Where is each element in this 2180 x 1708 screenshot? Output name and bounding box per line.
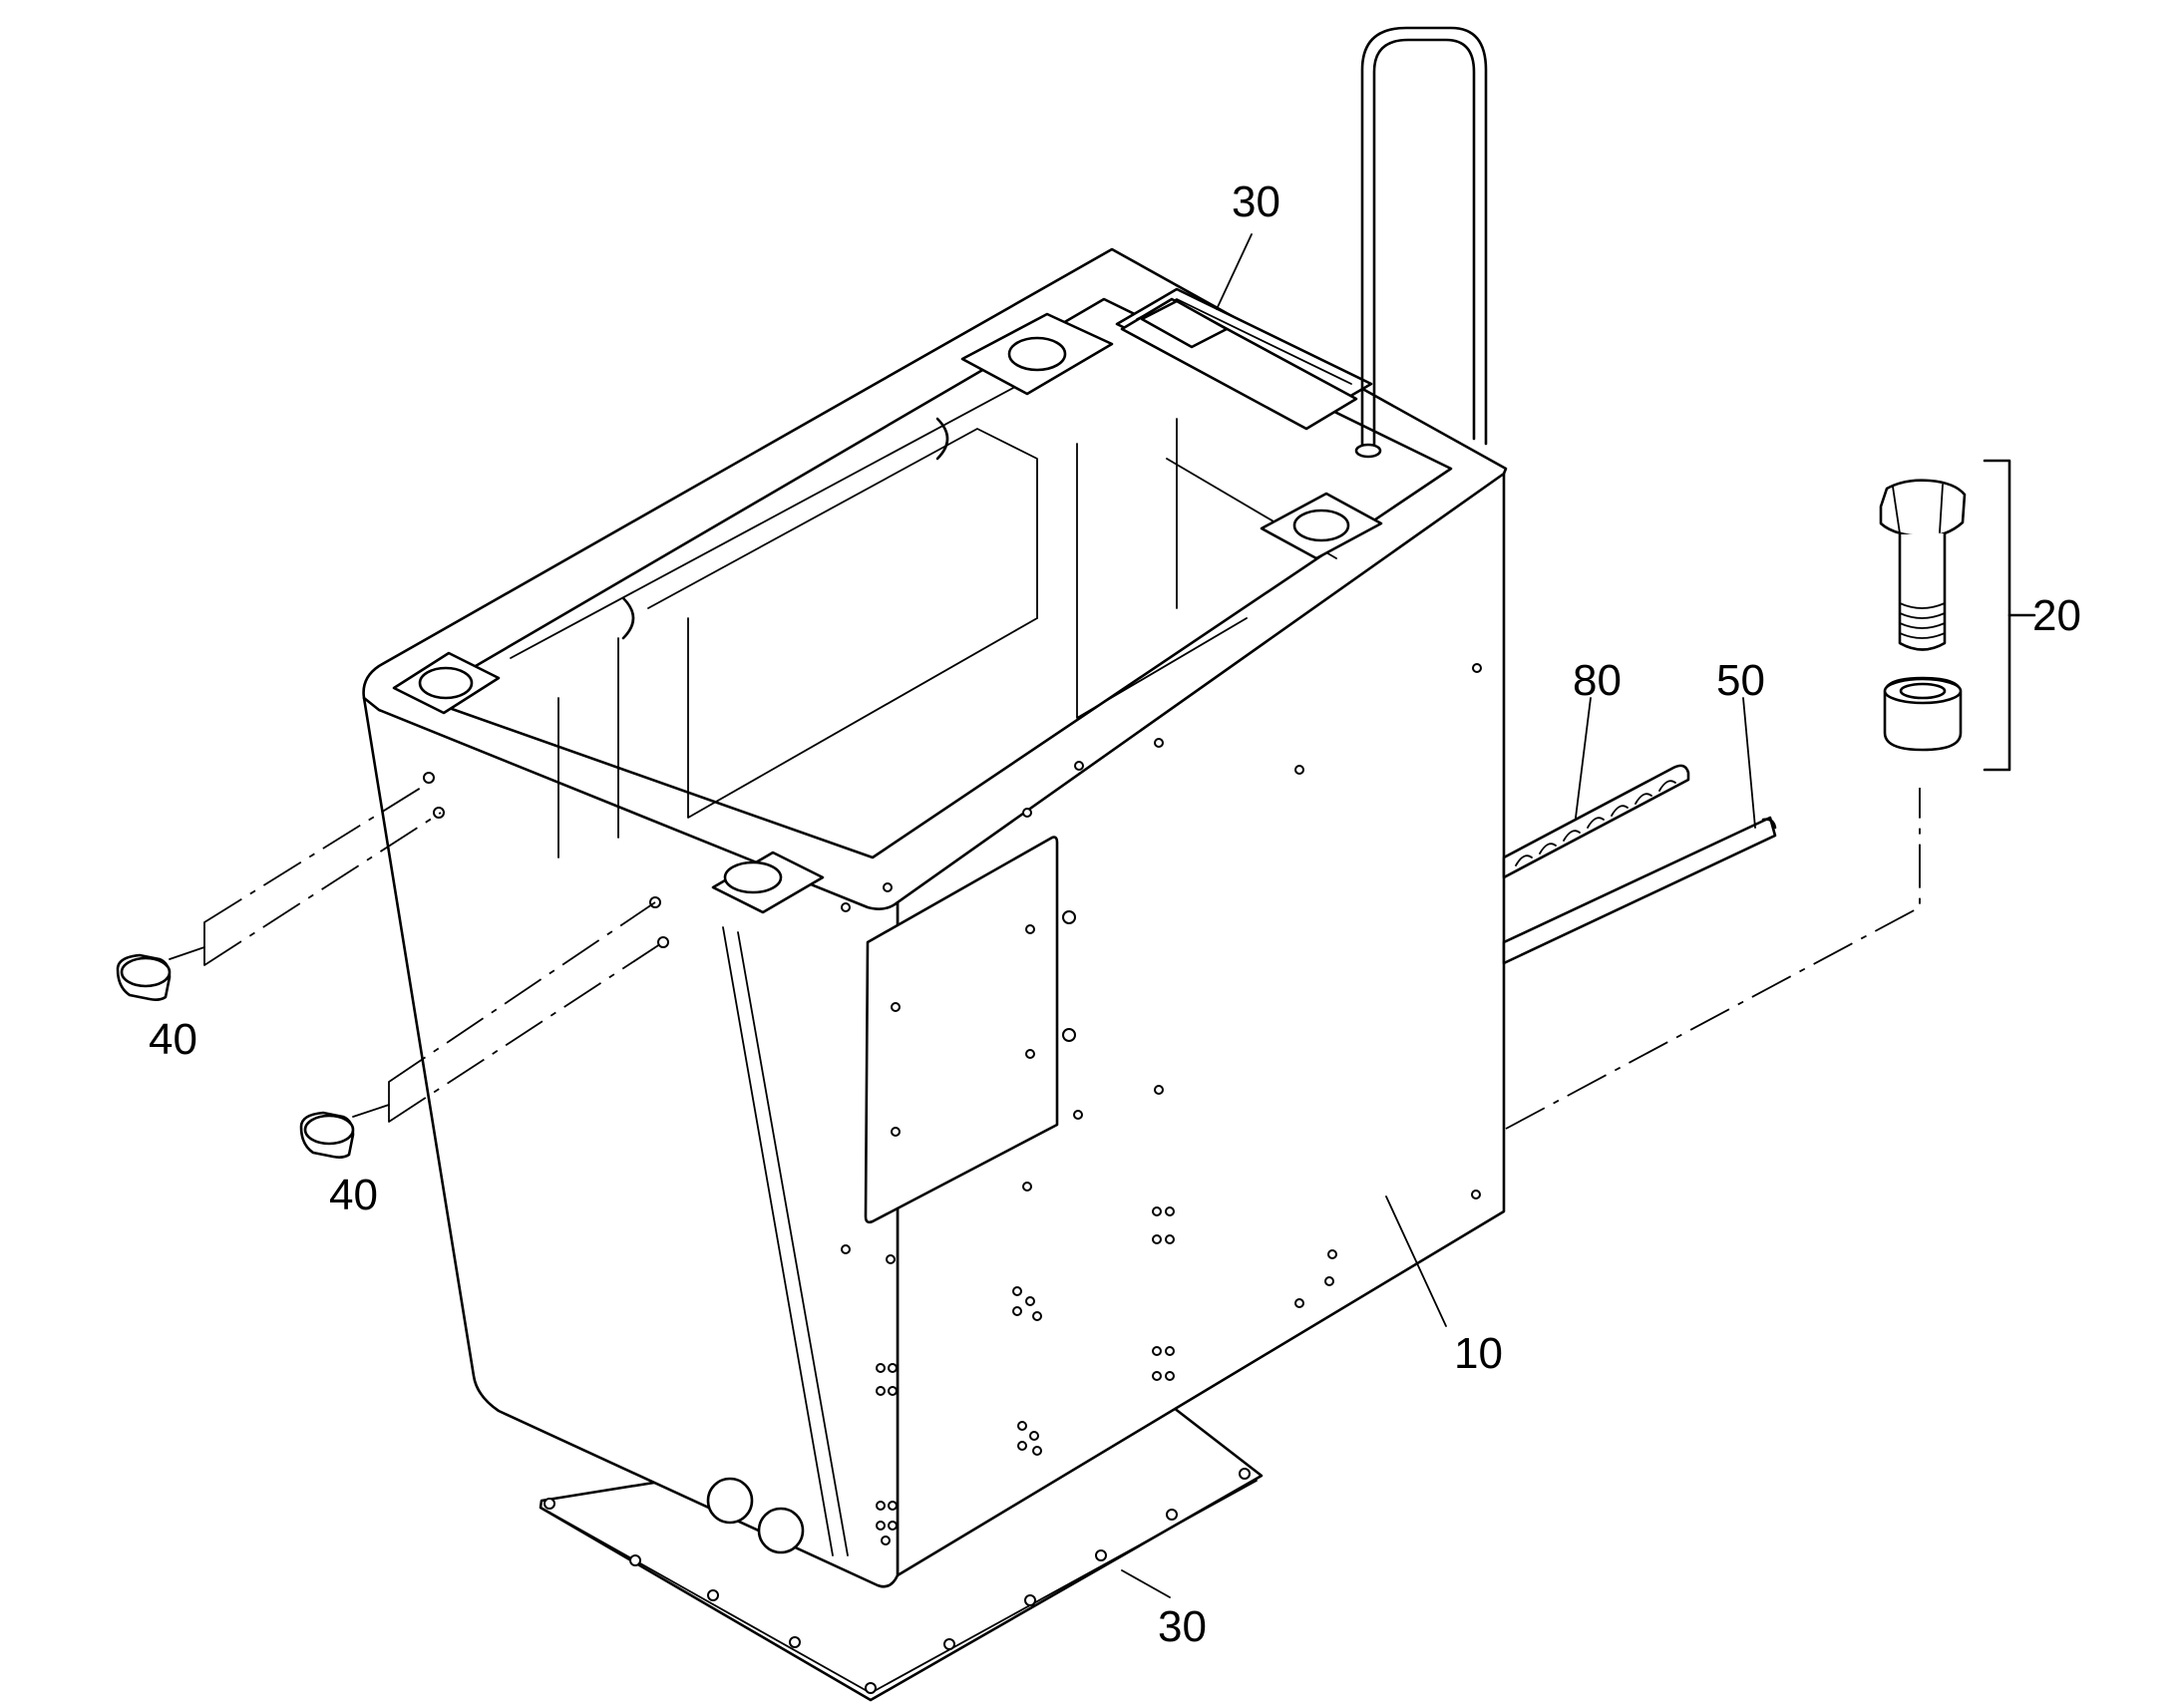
callout-labels: 30 20 80 50 40 40 10 30: [149, 177, 2081, 1651]
plug-lower: [299, 1081, 390, 1159]
spring: [1502, 764, 1690, 879]
bolt-set: [1879, 459, 2036, 772]
top-plate: [1120, 297, 1358, 431]
callout-base-plate: 30: [1158, 1602, 1207, 1651]
callout-top-plate: 30: [1232, 177, 1280, 226]
callout-spring: 80: [1573, 656, 1622, 705]
handle: [1354, 26, 1488, 459]
leader-lines: [1121, 233, 1756, 1598]
center-lines: [203, 782, 1921, 1130]
callout-plug-lower: 40: [329, 1171, 378, 1219]
callout-rail: 50: [1716, 656, 1765, 705]
callout-housing: 10: [1454, 1329, 1503, 1378]
housing: [362, 247, 1508, 1588]
rail: [1502, 816, 1777, 965]
plug-upper: [116, 921, 205, 1001]
callout-bolt-set: 20: [2032, 591, 2081, 640]
callout-plug-upper: 40: [149, 1015, 197, 1064]
